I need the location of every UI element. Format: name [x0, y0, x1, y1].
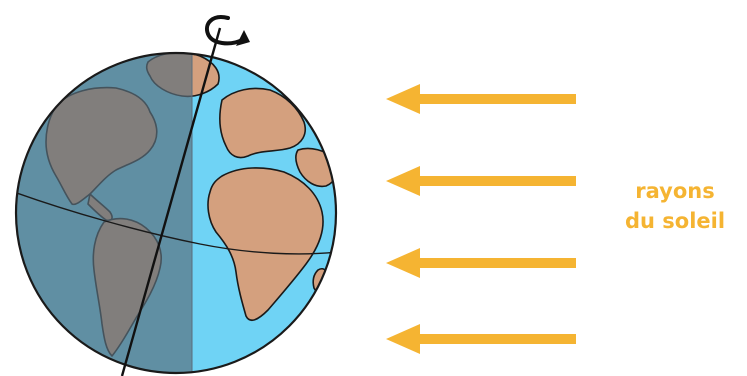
- sun-ray-arrow-icon: [386, 324, 576, 354]
- rotation-arrow-icon: [207, 17, 250, 46]
- caption-line-2: du soleil: [600, 206, 747, 236]
- europe: [220, 88, 305, 157]
- caption-line-1: rayons: [600, 176, 747, 206]
- globe: [0, 40, 360, 376]
- sun-rays: [386, 84, 576, 354]
- sun-ray-arrow-icon: [386, 84, 576, 114]
- sun-rays-caption: rayons du soleil: [600, 176, 747, 236]
- sun-ray-arrow-icon: [386, 248, 576, 278]
- sun-ray-arrow-icon: [386, 166, 576, 196]
- night-side-shade: [0, 40, 192, 376]
